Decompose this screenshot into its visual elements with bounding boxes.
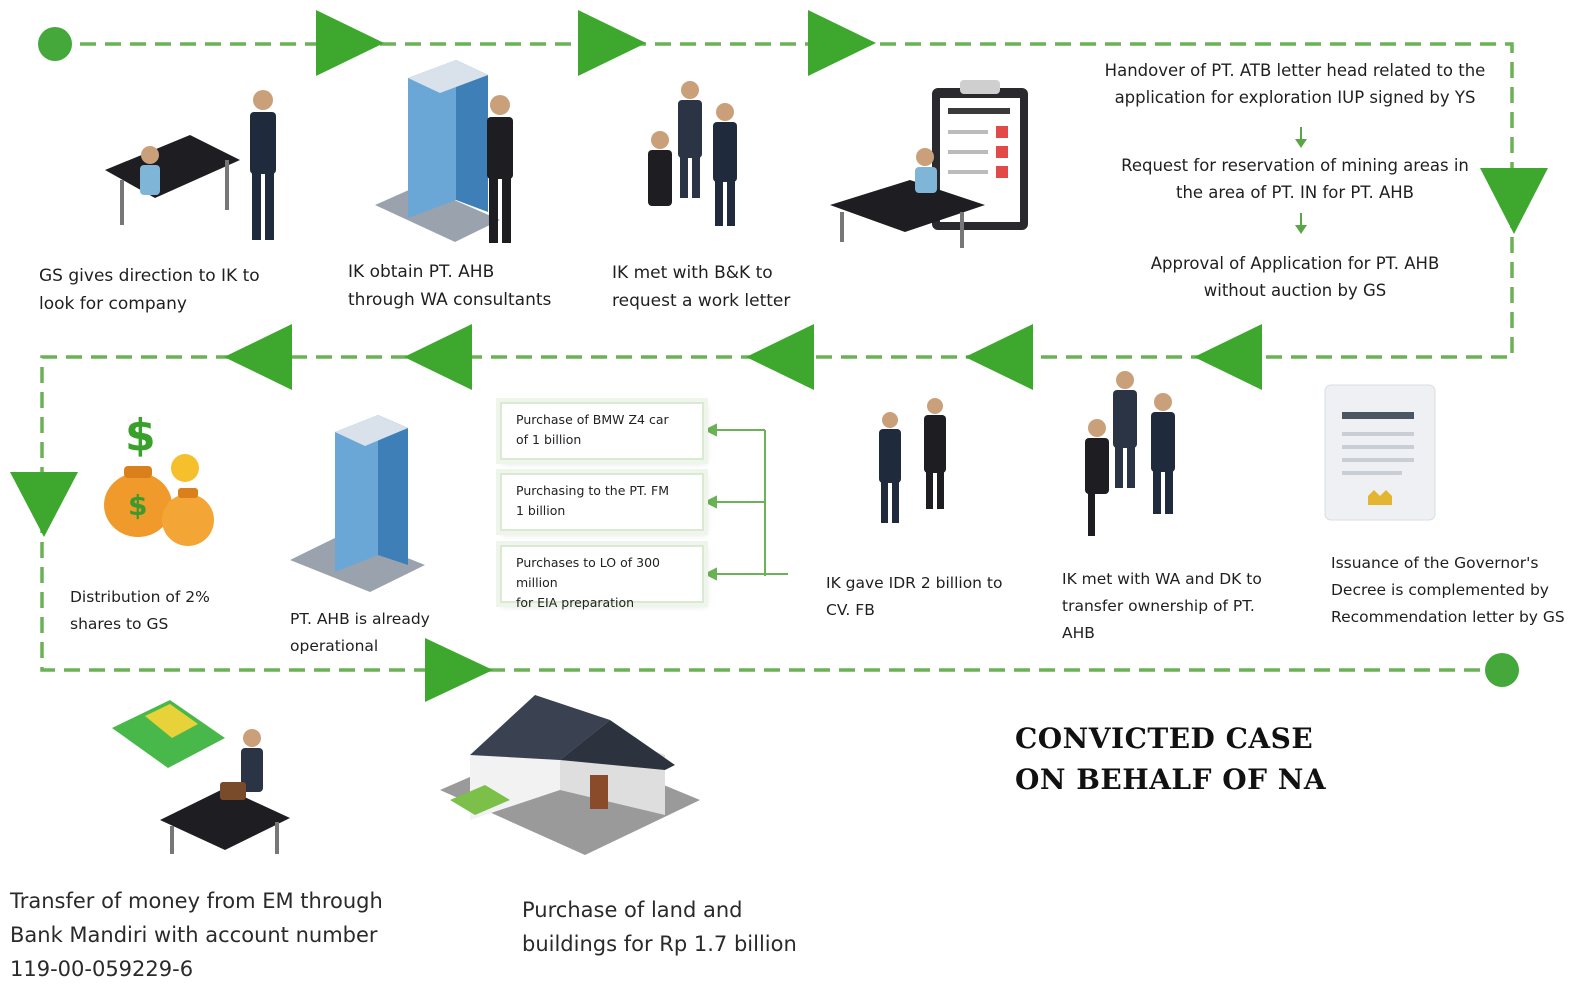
step-label-distribution-shares: Distribution of 2% shares to GS xyxy=(70,584,210,638)
label-line: look for company xyxy=(39,294,187,314)
label-line: through WA consultants xyxy=(348,290,552,310)
label-line: Distribution of 2% xyxy=(70,588,210,606)
label-line: transfer ownership of PT. xyxy=(1062,597,1255,615)
purchase-connectors xyxy=(703,423,788,581)
purchase-box-bmw: Purchase of BMW Z4 car of 1 billion xyxy=(500,402,704,460)
executive-at-desk-icon xyxy=(105,90,276,240)
label-line: request a work letter xyxy=(612,291,791,311)
purchase-box-pt-fm: Purchasing to the PT. FM 1 billion xyxy=(500,473,704,531)
arrow-left-icon xyxy=(965,324,1033,390)
step-label-work-letter: IK met with B&K to request a work letter xyxy=(612,259,790,315)
svg-text:$: $ xyxy=(125,410,156,461)
arrow-right-icon xyxy=(808,10,876,76)
process-step-handover: Handover of PT. ATB letter head related … xyxy=(1090,57,1500,111)
label-line: GS gives direction to IK to xyxy=(39,266,260,286)
start-dot xyxy=(38,27,72,61)
label-line: Approval of Application for PT. AHB xyxy=(1150,254,1440,273)
mini-arrow-stem xyxy=(1300,127,1302,139)
label-line: Issuance of the Governor's xyxy=(1331,554,1539,572)
label-line: AHB xyxy=(1062,624,1095,642)
arrow-left-icon xyxy=(404,324,472,390)
step-label-transfer-ownership: IK met with WA and DK to transfer owners… xyxy=(1062,566,1262,647)
label-line: operational xyxy=(290,637,379,655)
office-building-icon xyxy=(375,60,513,243)
svg-text:$: $ xyxy=(128,489,147,522)
business-handshake-icon xyxy=(648,81,737,226)
decree-document-icon xyxy=(1324,384,1436,521)
label-line: IK met with WA and DK to xyxy=(1062,570,1262,588)
label-line: Request for reservation of mining areas … xyxy=(1121,156,1469,175)
clipboard-checklist-icon xyxy=(830,80,1028,248)
label-line: IK gave IDR 2 billion to xyxy=(826,574,1003,592)
case-title: CONVICTED CASE ON BEHALF OF NA xyxy=(1015,718,1326,800)
label-line: Purchase of BMW Z4 car xyxy=(516,412,669,427)
office-building-icon xyxy=(290,415,425,592)
arrow-left-icon xyxy=(224,324,292,390)
step-label-land-purchase: Purchase of land and buildings for Rp 1.… xyxy=(522,893,797,961)
label-line: shares to GS xyxy=(70,615,169,633)
step-label-gs-direction: GS gives direction to IK to look for com… xyxy=(39,262,260,318)
label-line: 1 billion xyxy=(516,503,566,518)
label-line: Purchasing to the PT. FM xyxy=(516,483,669,498)
label-line: IK met with B&K to xyxy=(612,263,773,283)
arrow-down-icon xyxy=(10,472,78,537)
title-line: ON BEHALF OF NA xyxy=(1015,763,1327,796)
end-dot xyxy=(1485,653,1519,687)
process-step-reservation: Request for reservation of mining areas … xyxy=(1090,152,1500,206)
label-line: 119-00-059229-6 xyxy=(10,957,194,981)
label-line: IK obtain PT. AHB xyxy=(348,262,495,282)
label-line: Decree is complemented by xyxy=(1331,581,1549,599)
purchase-box-lo: Purchases to LO of 300 million for EIA p… xyxy=(500,545,704,610)
mini-arrow-stem xyxy=(1300,213,1302,225)
flow-arrows xyxy=(10,10,1548,702)
step-label-operational: PT. AHB is already operational xyxy=(290,606,430,660)
label-line: Handover of PT. ATB letter head related … xyxy=(1104,61,1486,80)
arrow-left-icon xyxy=(746,324,814,390)
label-line: of 1 billion xyxy=(516,432,582,447)
two-people-talking-icon xyxy=(879,398,946,523)
label-line: buildings for Rp 1.7 billion xyxy=(522,932,797,956)
label-line: PT. AHB is already xyxy=(290,610,430,628)
step-label-governor-decree: Issuance of the Governor's Decree is com… xyxy=(1331,550,1593,631)
label-line: application for exploration IUP signed b… xyxy=(1114,88,1476,107)
label-line: for EIA preparation xyxy=(516,595,635,610)
process-step-approval: Approval of Application for PT. AHB with… xyxy=(1090,250,1500,304)
arrow-down-small-icon xyxy=(1295,225,1307,234)
label-line: without auction by GS xyxy=(1203,281,1387,300)
money-transfer-icon xyxy=(112,700,290,854)
title-line: CONVICTED CASE xyxy=(1015,722,1314,755)
money-bags-icon: $ $ xyxy=(104,410,214,546)
label-line: CV. FB xyxy=(826,601,875,619)
arrow-down-small-icon xyxy=(1295,139,1307,148)
label-line: the area of PT. IN for PT. AHB xyxy=(1175,183,1415,202)
arrow-left-icon xyxy=(1194,324,1262,390)
arrow-right-icon xyxy=(578,10,646,76)
label-line: Bank Mandiri with account number xyxy=(10,923,378,947)
arrow-down-icon xyxy=(1480,168,1548,234)
label-line: Recommendation letter by GS xyxy=(1331,608,1565,626)
step-label-money-transfer: Transfer of money from EM through Bank M… xyxy=(10,884,383,986)
arrow-right-icon xyxy=(425,638,493,702)
label-line: Purchase of land and xyxy=(522,898,743,922)
label-line: Purchases to LO of 300 million xyxy=(516,555,660,590)
step-label-obtain-pt-ahb: IK obtain PT. AHB through WA consultants xyxy=(348,258,551,314)
label-line: Transfer of money from EM through xyxy=(10,889,383,913)
business-meeting-icon xyxy=(1085,371,1175,536)
step-label-idr-2-billion: IK gave IDR 2 billion to CV. FB xyxy=(826,570,1003,624)
house-icon xyxy=(440,695,700,855)
arrow-right-icon xyxy=(316,10,384,76)
